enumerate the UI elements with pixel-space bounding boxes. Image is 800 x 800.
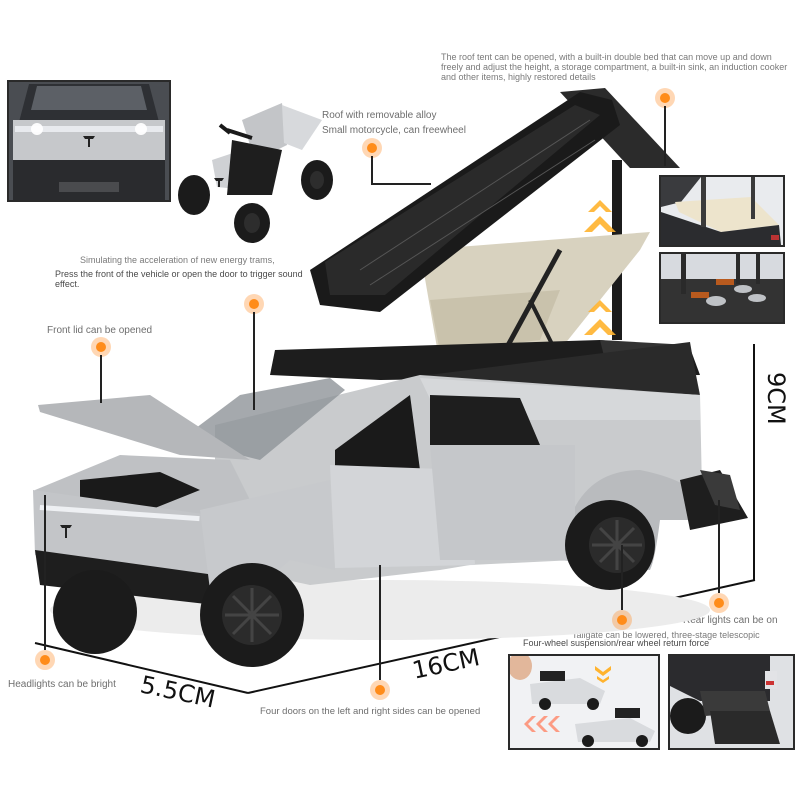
inset-front-headlights: [7, 80, 171, 202]
front-headlights-image: [9, 82, 169, 200]
leader-rear-lights: [718, 500, 720, 593]
callout-rear-lights: Rear lights can be on: [683, 615, 778, 626]
callout-front-lid: Front lid can be opened: [47, 325, 153, 336]
leader-suspension: [621, 545, 623, 610]
inset-tailgate-closeup: [668, 654, 795, 750]
inset-bed-closeup: [659, 175, 785, 247]
callout-roof-tent: The roof tent can be opened, with a buil…: [441, 52, 788, 82]
tailgate-closeup-image: [670, 656, 793, 748]
marker-sound: [244, 294, 264, 314]
callout-tailgate: Tailgate can be lowered, three-stage tel…: [572, 630, 760, 640]
leader-headlights: [44, 495, 46, 650]
leader-motorcycle: [371, 156, 373, 184]
marker-front-lid: [91, 337, 111, 357]
marker-motorcycle: [362, 138, 382, 158]
leader-motorcycle-h: [371, 183, 431, 185]
marker-rear-lights: [709, 593, 729, 613]
inset-pullback-demo: [508, 654, 660, 750]
callout-suspension: Four-wheel suspension/rear wheel return …: [523, 638, 710, 648]
leader-front-lid: [100, 355, 102, 403]
motorcycle-image: [172, 95, 337, 245]
marker-suspension: [612, 610, 632, 630]
bed-closeup-image: [661, 177, 781, 245]
kitchen-closeup-image: [661, 254, 783, 322]
callout-sound-line1: Simulating the acceleration of new energ…: [80, 255, 275, 265]
callout-doors: Four doors on the left and right sides c…: [260, 706, 481, 717]
leader-sound: [253, 312, 255, 410]
marker-headlights: [35, 650, 55, 670]
marker-doors: [370, 680, 390, 700]
marker-roof-tent: [655, 88, 675, 108]
callout-motorcycle-line2: Small motorcycle, can freewheel: [322, 125, 466, 136]
pullback-demo-image: [510, 656, 658, 748]
leader-roof-tent: [664, 106, 666, 166]
callout-headlights: Headlights can be bright: [8, 679, 116, 690]
leader-doors: [379, 565, 381, 680]
inset-kitchen-closeup: [659, 252, 785, 324]
callout-motorcycle-line1: Roof with removable alloy: [322, 110, 437, 121]
callout-sound-line2: Press the front of the vehicle or open t…: [55, 269, 303, 289]
